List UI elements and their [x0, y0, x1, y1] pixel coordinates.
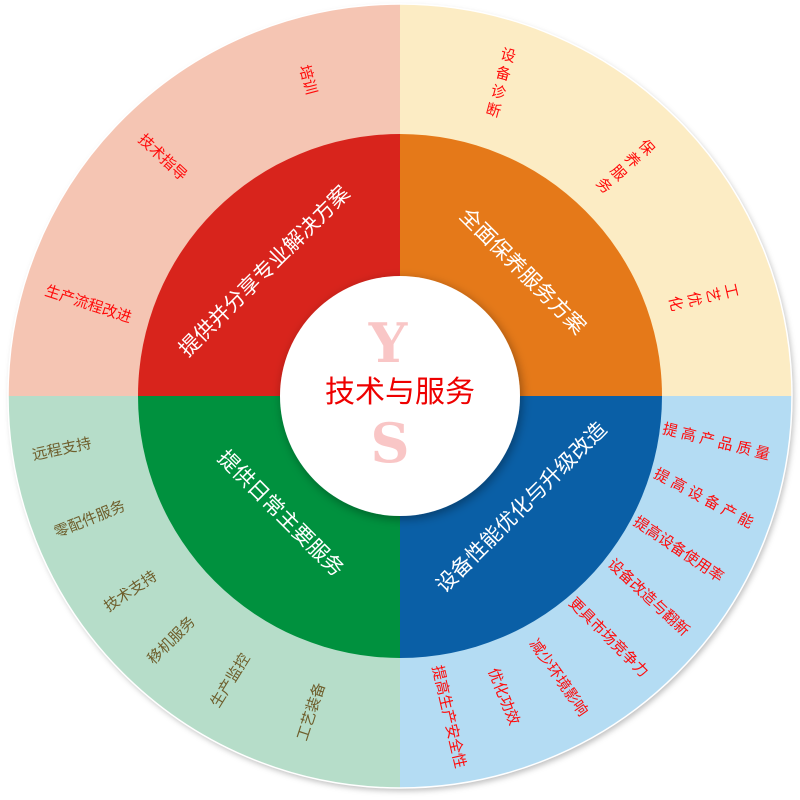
center-title: 技术与服务 — [325, 375, 475, 410]
center-circle — [280, 276, 520, 516]
outer-rim — [7, 3, 793, 789]
center-letter-s: S — [371, 411, 410, 475]
center-letter-y: Y — [368, 311, 409, 375]
